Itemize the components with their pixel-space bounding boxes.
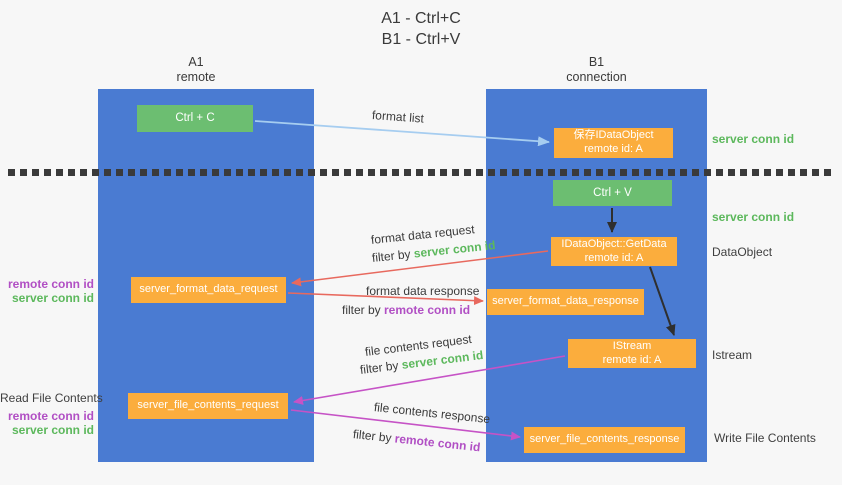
lane-b1-title: B1	[588, 55, 605, 69]
label-write-file-contents: Write File Contents	[714, 431, 816, 445]
filter-by-prefix: filter by	[342, 303, 385, 317]
lane-header-b1: B1 connection	[486, 55, 707, 85]
node-server-file-contents-response: server_file_contents_response	[524, 427, 685, 453]
arrow-format-list	[254, 120, 550, 147]
label-dataobject: DataObject	[712, 245, 773, 259]
label-server-conn-id-left: server conn id	[11, 291, 94, 305]
node-file-response-label: server_file_contents_response	[529, 433, 680, 446]
label-remote-conn-id-left: remote conn id	[7, 277, 94, 291]
label-remote-conn-id-left-bottom: remote conn id	[7, 409, 94, 423]
node-istream-line1: IStream	[612, 339, 652, 352]
edge-label-format-data-response: format data response	[366, 284, 480, 298]
label-server-conn-id-top-right: server conn id	[712, 132, 795, 146]
arrow-getdata-to-istream	[649, 266, 676, 336]
node-getdata-line2: remote id: A	[584, 251, 644, 264]
node-server-format-data-response: server_format_data_response	[487, 289, 644, 315]
node-istream-line2: remote id: A	[602, 353, 662, 366]
label-group-file-conn-ids: remote conn id server conn id	[0, 409, 94, 437]
node-istream: IStream remote id: A	[568, 339, 696, 368]
title-line-2: B1 - Ctrl+V	[381, 31, 461, 48]
label-server-conn-id-left-bottom: server conn id	[11, 423, 94, 437]
lane-header-a1: A1 remote	[88, 55, 304, 85]
title-line-1: A1 - Ctrl+C	[381, 10, 461, 27]
lane-a1-title: A1	[188, 55, 204, 69]
node-ctrl-c: Ctrl + C	[137, 105, 253, 132]
lane-a1-subtitle: remote	[176, 70, 216, 84]
arrow-format-data-response	[287, 292, 484, 306]
node-ctrl-c-label: Ctrl + C	[175, 112, 215, 125]
node-format-request-label: server_format_data_request	[139, 283, 278, 296]
node-server-format-data-request: server_format_data_request	[131, 277, 286, 303]
node-server-file-contents-request: server_file_contents_request	[128, 393, 288, 419]
arrow-format-data-request	[291, 250, 549, 287]
label-server-conn-id-mid-right: server conn id	[712, 210, 795, 224]
node-idataobject-getdata: IDataObject::GetData remote id: A	[551, 237, 677, 266]
arrow-file-contents-response	[290, 409, 521, 441]
arrow-file-contents-request	[293, 355, 566, 405]
label-group-format-conn-ids: remote conn id server conn id	[0, 277, 94, 305]
edge-label-filter-by-remote-1: filter by remote conn id	[342, 303, 470, 317]
diagram-title: A1 - Ctrl+C B1 - Ctrl+V	[0, 8, 842, 50]
node-save-idataobject: 保存IDataObject remote id: A	[554, 128, 673, 158]
node-file-request-label: server_file_contents_request	[137, 399, 279, 412]
node-ctrl-v-label: Ctrl + V	[593, 186, 632, 199]
lane-b1-subtitle: connection	[566, 70, 627, 84]
label-istream: Istream	[712, 348, 753, 362]
label-read-file-contents: Read File Contents	[0, 391, 103, 405]
node-save-idataobject-line2: remote id: A	[584, 143, 643, 155]
node-format-response-label: server_format_data_response	[492, 295, 639, 308]
dashed-divider-line	[8, 169, 836, 176]
node-ctrl-v: Ctrl + V	[553, 180, 672, 206]
remote-conn-id-highlight: remote conn id	[384, 303, 471, 317]
node-save-idataobject-line1: 保存IDataObject	[573, 129, 654, 142]
node-getdata-line1: IDataObject::GetData	[561, 237, 667, 250]
